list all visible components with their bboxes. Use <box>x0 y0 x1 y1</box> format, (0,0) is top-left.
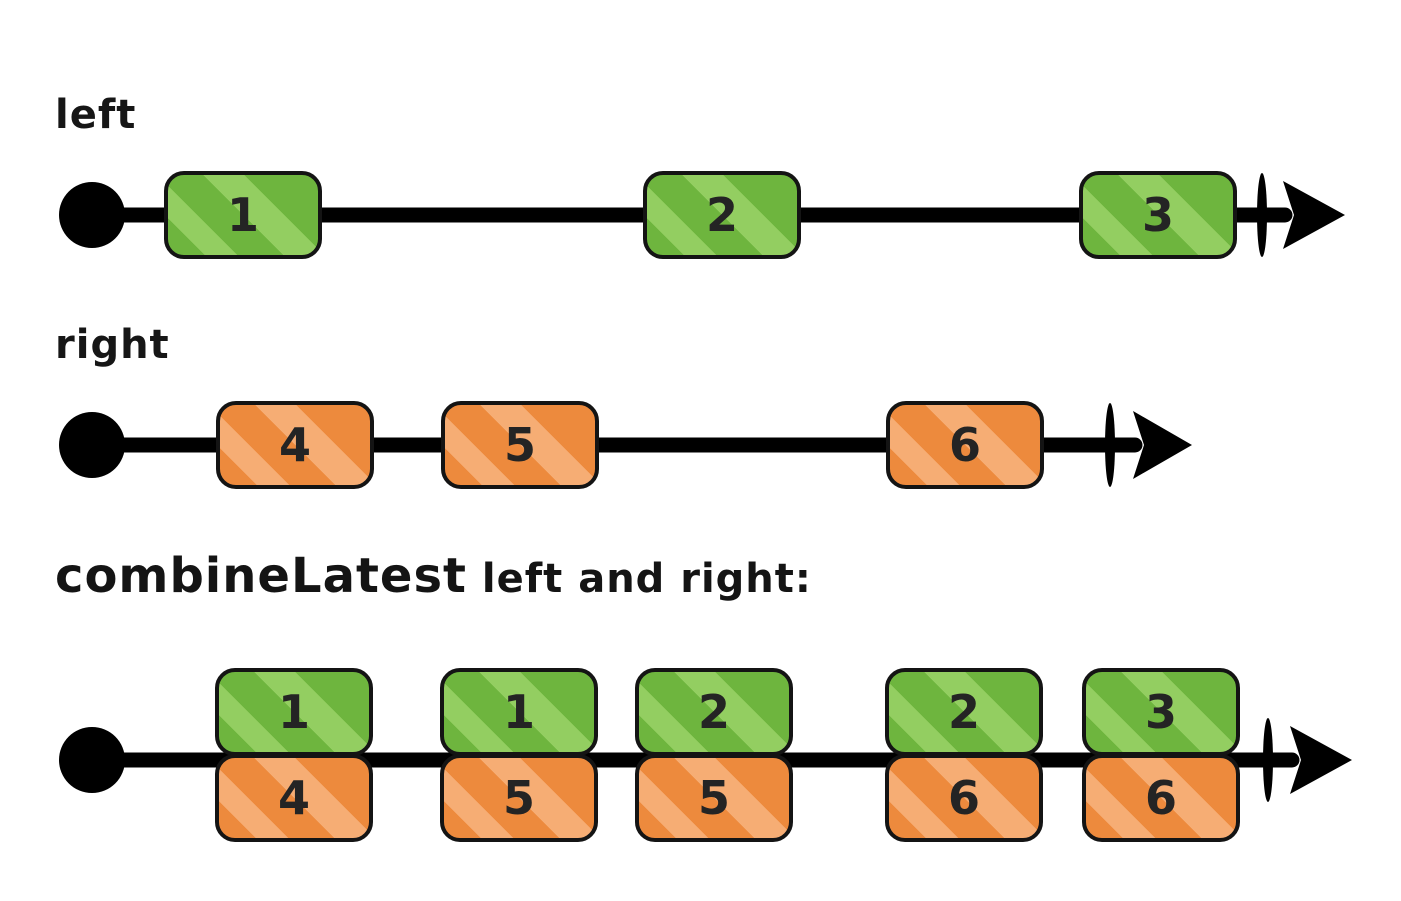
left-marble-2: 2 <box>643 171 801 259</box>
marble-value: 5 <box>503 418 536 472</box>
combined-pair-5-right: 6 <box>1082 754 1240 842</box>
combined-pair-1-left: 1 <box>215 668 373 756</box>
operator-name: combineLatest <box>55 548 467 604</box>
marble-value: 1 <box>277 685 310 739</box>
right-stream-label: right <box>55 322 170 368</box>
arrowhead-icon <box>1133 411 1192 479</box>
left-stream-label: left <box>55 92 137 138</box>
end-tick <box>1105 403 1115 487</box>
combined-pair-2-left: 1 <box>440 668 598 756</box>
marble-value: 5 <box>502 771 535 825</box>
marble-value: 5 <box>697 771 730 825</box>
end-tick <box>1257 173 1267 257</box>
marble-value: 2 <box>705 188 738 242</box>
combined-pair-3-left: 2 <box>635 668 793 756</box>
right-marble-4: 4 <box>216 401 374 489</box>
marble-value: 6 <box>948 418 981 472</box>
right-marble-5: 5 <box>441 401 599 489</box>
left-marble-1: 1 <box>164 171 322 259</box>
combined-pair-2-right: 5 <box>440 754 598 842</box>
combined-pair-3-right: 5 <box>635 754 793 842</box>
combined-pair-5-left: 3 <box>1082 668 1240 756</box>
marble-value: 2 <box>947 685 980 739</box>
end-tick <box>1263 718 1273 802</box>
left-marble-3: 3 <box>1079 171 1237 259</box>
marble-value: 4 <box>277 771 310 825</box>
marble-value: 1 <box>502 685 535 739</box>
marble-value: 2 <box>697 685 730 739</box>
combined-pair-1-right: 4 <box>215 754 373 842</box>
marble-value: 3 <box>1144 685 1177 739</box>
marble-value: 6 <box>947 771 980 825</box>
arrowhead-icon <box>1290 726 1352 794</box>
combined-pair-4-right: 6 <box>885 754 1043 842</box>
marble-value: 1 <box>226 188 259 242</box>
origin-dot <box>59 727 125 793</box>
arrowhead-icon <box>1283 181 1345 249</box>
origin-dot <box>59 412 125 478</box>
right-marble-6: 6 <box>886 401 1044 489</box>
marble-value: 6 <box>1144 771 1177 825</box>
operator-description: left and right: <box>466 556 812 602</box>
marble-value: 3 <box>1141 188 1174 242</box>
diagram-title: combineLatest left and right: <box>55 548 812 604</box>
combined-pair-4-left: 2 <box>885 668 1043 756</box>
origin-dot <box>59 182 125 248</box>
marble-value: 4 <box>278 418 311 472</box>
